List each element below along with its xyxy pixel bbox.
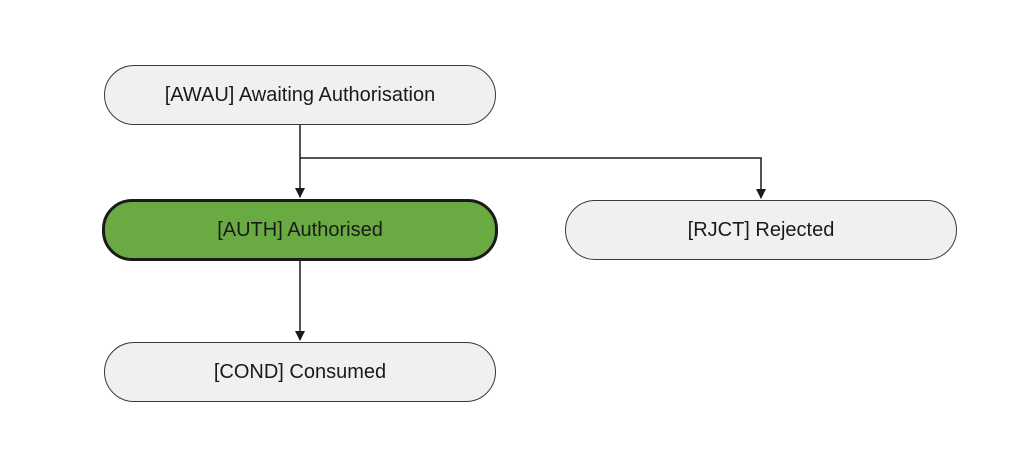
status-node-label: [AUTH] Authorised (217, 218, 383, 241)
status-node-label: [COND] Consumed (213, 360, 387, 383)
status-node-rjct: [RJCT] Rejected (565, 200, 957, 260)
status-node-label: [AWAU] Awaiting Authorisation (164, 83, 436, 106)
status-node-label: [RJCT] Rejected (687, 218, 835, 241)
status-node-awau: [AWAU] Awaiting Authorisation (104, 65, 496, 125)
status-node-cond: [COND] Consumed (104, 342, 496, 402)
edge-awau-to-rjct (300, 157, 766, 199)
status-node-auth: [AUTH] Authorised (102, 199, 498, 261)
